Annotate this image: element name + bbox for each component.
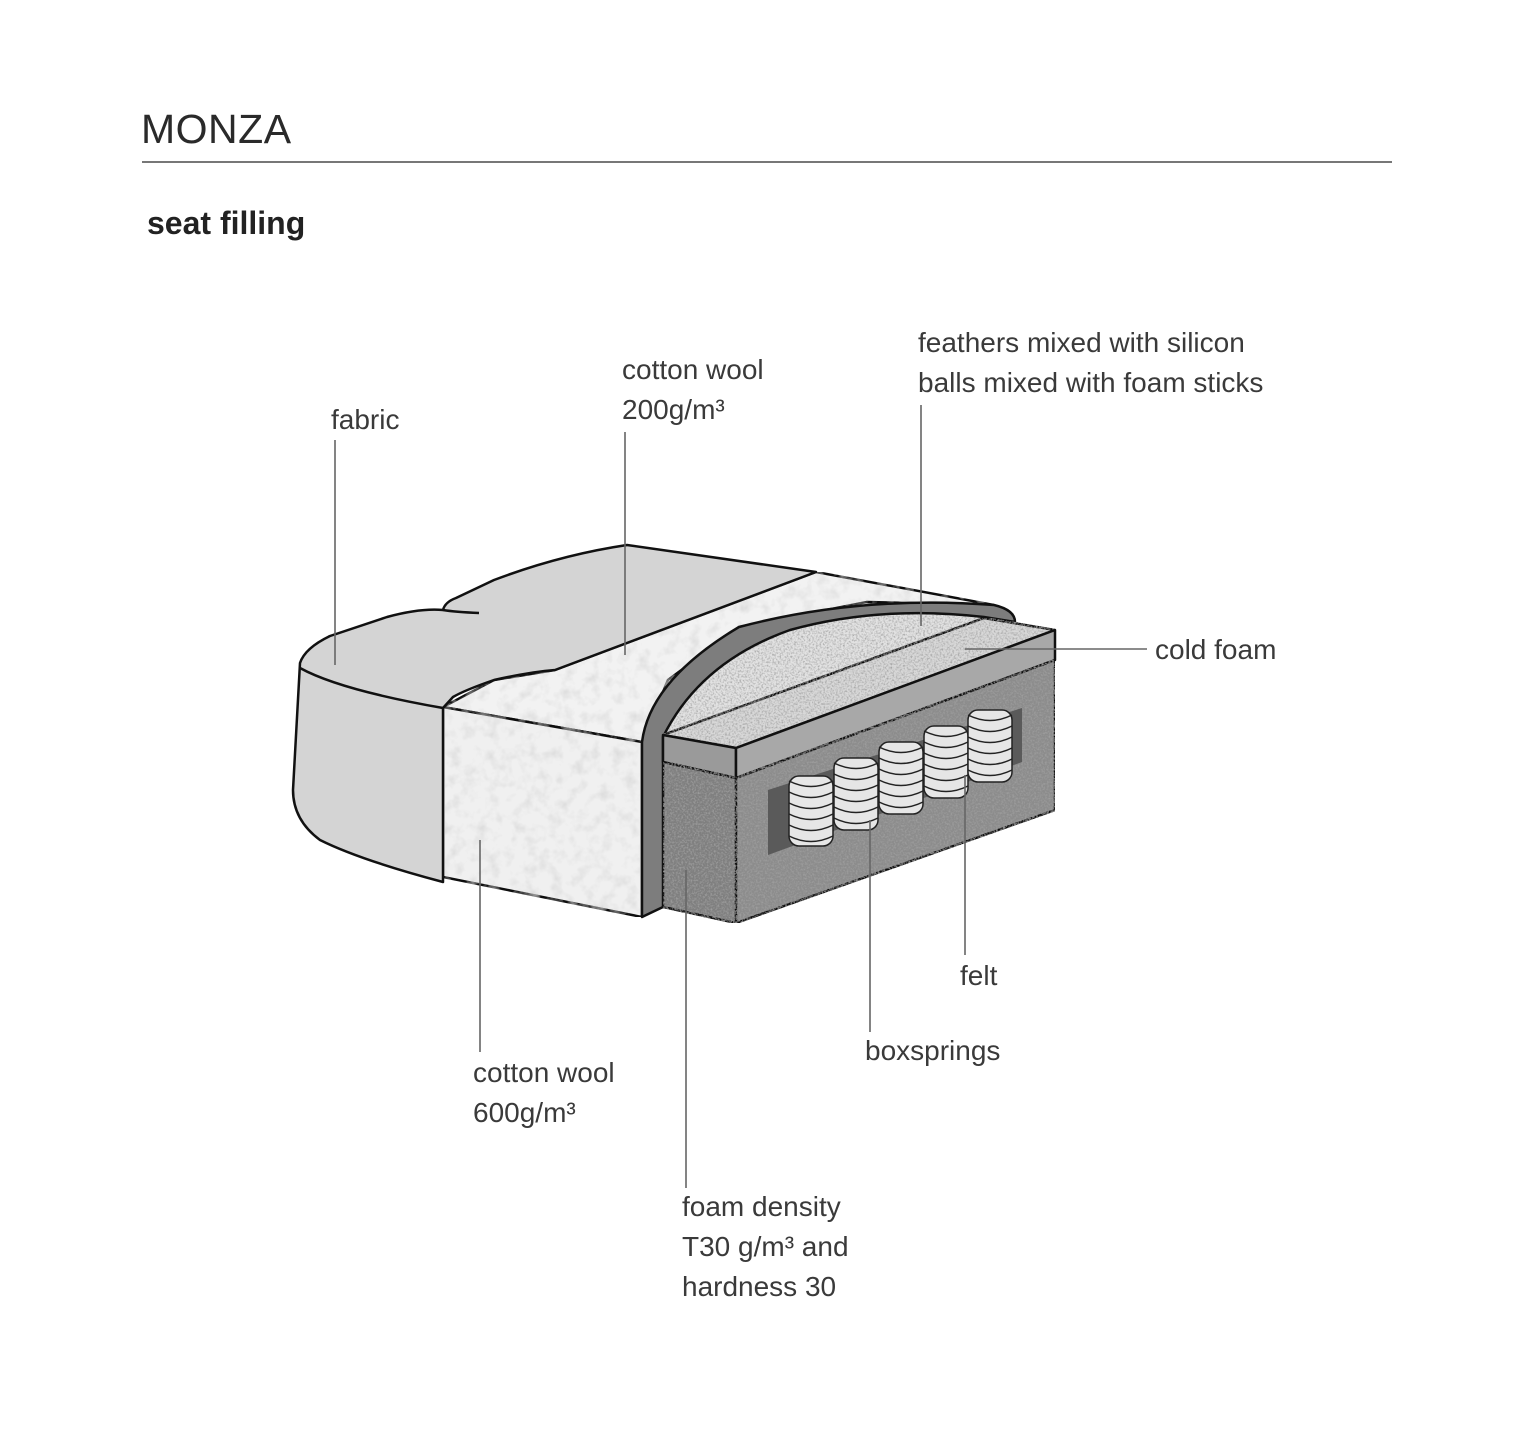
boxsprings-group — [788, 709, 1013, 847]
spring-coil — [788, 802, 834, 810]
spring-coil — [878, 768, 924, 776]
boxspring — [878, 741, 924, 815]
spring-coil — [833, 762, 879, 770]
spring-coil — [833, 795, 879, 803]
label-cotton-wool-side-2: 600g/m³ — [473, 1097, 576, 1128]
label-cotton-wool-top-2: 200g/m³ — [622, 394, 725, 425]
spring-coil — [878, 790, 924, 798]
label-cold-foam: cold foam — [1155, 634, 1276, 665]
fabric-notch — [442, 608, 480, 615]
section-heading: seat filling — [147, 205, 306, 241]
spring-coil — [923, 741, 969, 749]
label-foam-density-2: T30 g/m³ and — [682, 1231, 849, 1262]
spring-coil — [833, 784, 879, 792]
spring-coil — [788, 813, 834, 821]
spring-coil — [788, 780, 834, 788]
label-felt: felt — [960, 960, 998, 991]
boxspring — [833, 757, 879, 831]
label-foam-density-3: hardness 30 — [682, 1271, 836, 1302]
page-title: MONZA — [141, 106, 292, 152]
spring-coil — [967, 736, 1013, 744]
fabric-cover — [291, 543, 818, 884]
title-divider — [142, 161, 1392, 163]
fabric-edge — [299, 666, 444, 710]
spring-coil — [788, 791, 834, 799]
spring-coil — [923, 763, 969, 771]
label-cotton-wool-side-1: cotton wool — [473, 1057, 615, 1088]
label-feathers-2: balls mixed with foam sticks — [918, 367, 1263, 398]
spring-coil — [878, 801, 924, 809]
spring-coil — [923, 730, 969, 738]
label-boxsprings: boxsprings — [865, 1035, 1000, 1066]
spring-coil — [967, 714, 1013, 722]
spring-coil — [923, 752, 969, 760]
spring-coil — [788, 835, 834, 843]
label-feathers-1: feathers mixed with silicon — [918, 327, 1245, 358]
spring-coil — [967, 747, 1013, 755]
spring-coil — [788, 824, 834, 832]
spring-coil — [967, 769, 1013, 777]
foam-block-front — [661, 760, 738, 925]
label-cotton-wool-top-1: cotton wool — [622, 354, 764, 385]
boxspring — [967, 709, 1013, 783]
label-foam-density-1: foam density — [682, 1191, 841, 1222]
casing-band — [640, 601, 1017, 919]
label-fabric: fabric — [331, 404, 399, 435]
spring-coil — [967, 725, 1013, 733]
spring-coil — [833, 806, 879, 814]
spring-coil — [878, 746, 924, 754]
cotton-wool-side-block — [441, 705, 644, 919]
spring-coil — [878, 779, 924, 787]
spring-coil — [878, 757, 924, 765]
spring-coil — [833, 773, 879, 781]
spring-coil — [833, 817, 879, 825]
spring-coil — [967, 758, 1013, 766]
